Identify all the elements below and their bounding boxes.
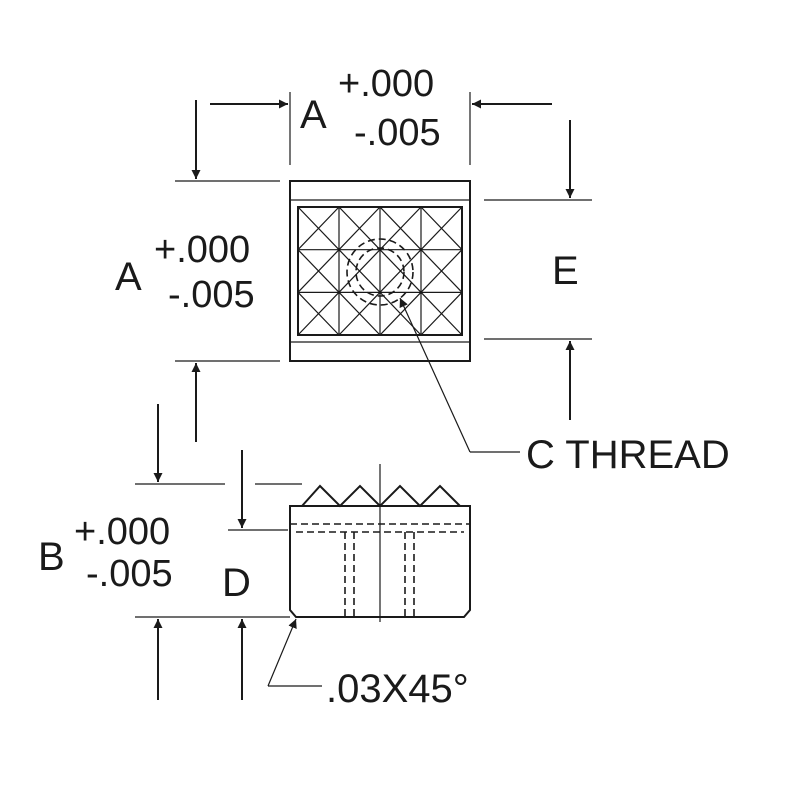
dim-top-width-tol-plus: +.000: [338, 63, 434, 105]
thread-label: C THREAD: [526, 433, 730, 477]
dim-top-height-letter: A: [115, 255, 142, 299]
thread-hole-outer: [346, 238, 414, 306]
thread-hole-inner: [355, 247, 405, 297]
serration-line: [338, 206, 381, 251]
chamfer-callout: .03X45°: [267, 618, 469, 711]
dim-top-width-tol-minus: -.005: [354, 112, 441, 154]
serration-line: [297, 291, 340, 336]
dimension-top-height: A +.000 -.005: [115, 100, 280, 442]
top-view: [289, 180, 471, 362]
dim-b-letter: B: [38, 535, 65, 579]
serration-line: [420, 206, 463, 251]
dim-top-width-letter: A: [300, 93, 327, 137]
dim-top-height-tol-minus: -.005: [168, 274, 255, 316]
dim-e-letter: E: [552, 249, 579, 293]
serration-line: [379, 291, 422, 336]
chamfer-label: .03X45°: [326, 667, 469, 711]
side-view: [289, 464, 471, 622]
dimension-d: D: [222, 450, 288, 700]
dimension-e: E: [484, 120, 592, 420]
dim-d-letter: D: [222, 561, 251, 605]
dim-b-tol-minus: -.005: [86, 553, 173, 595]
side-view-outline: [289, 505, 471, 618]
serration-line: [297, 206, 340, 251]
dimension-top-width: A +.000 -.005: [210, 63, 552, 165]
serration-teeth: [301, 484, 461, 508]
serration-line: [297, 249, 340, 293]
dimension-b: B +.000 -.005: [38, 404, 302, 700]
top-view-outline: [289, 180, 471, 362]
dim-b-tol-plus: +.000: [74, 511, 170, 553]
serration-grid: [297, 206, 463, 336]
serration-line: [379, 249, 422, 293]
serration-line: [338, 249, 381, 293]
serration-line: [379, 206, 422, 251]
serration-line: [420, 249, 463, 293]
dim-top-height-tol-plus: +.000: [154, 229, 250, 271]
serration-line: [420, 291, 463, 336]
serration-line: [338, 291, 381, 336]
thread-callout: C THREAD: [399, 297, 730, 477]
